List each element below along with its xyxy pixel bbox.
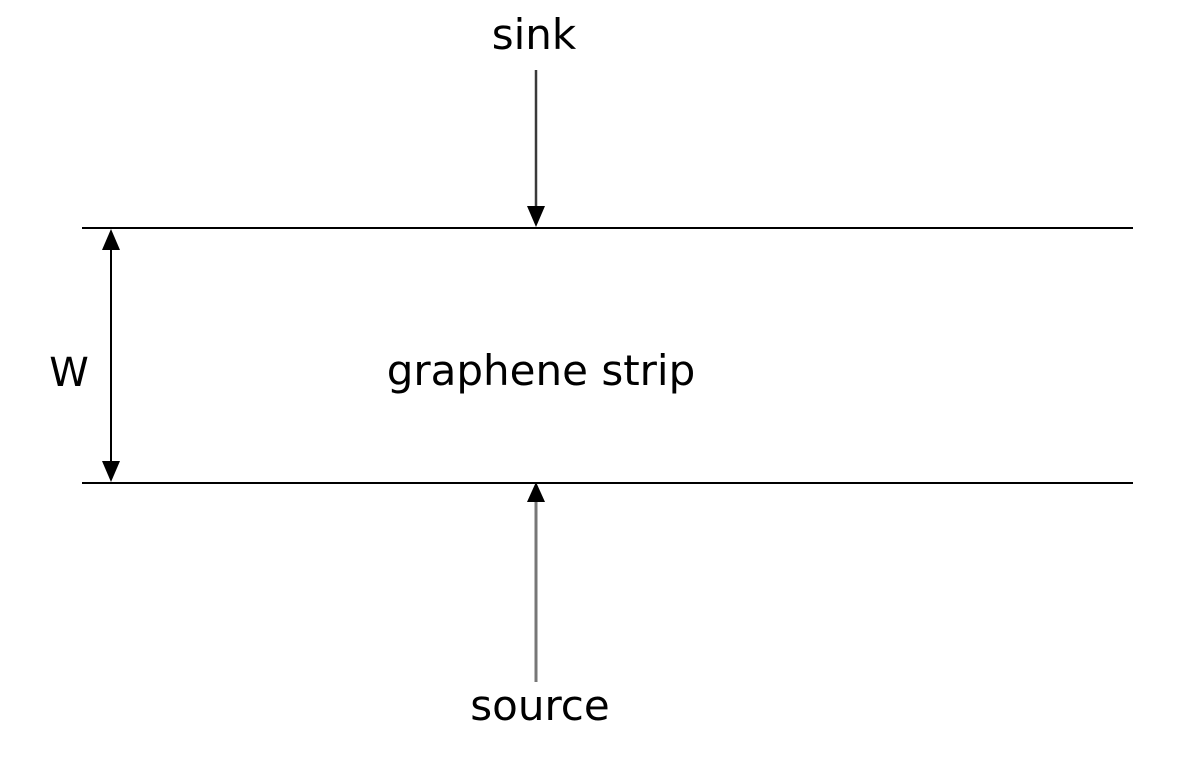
source-label: source bbox=[470, 681, 609, 730]
source-arrow bbox=[527, 482, 545, 682]
sink-arrow-head bbox=[527, 206, 545, 227]
source-arrow-head bbox=[527, 482, 545, 502]
sink-arrow bbox=[527, 70, 545, 227]
strip-label: graphene strip bbox=[387, 346, 696, 395]
width-label: W bbox=[49, 350, 89, 396]
width-arrow-head-top bbox=[102, 229, 120, 250]
width-double-arrow bbox=[102, 229, 120, 482]
sink-label: sink bbox=[492, 10, 577, 59]
width-arrow-head-bottom bbox=[102, 461, 120, 482]
